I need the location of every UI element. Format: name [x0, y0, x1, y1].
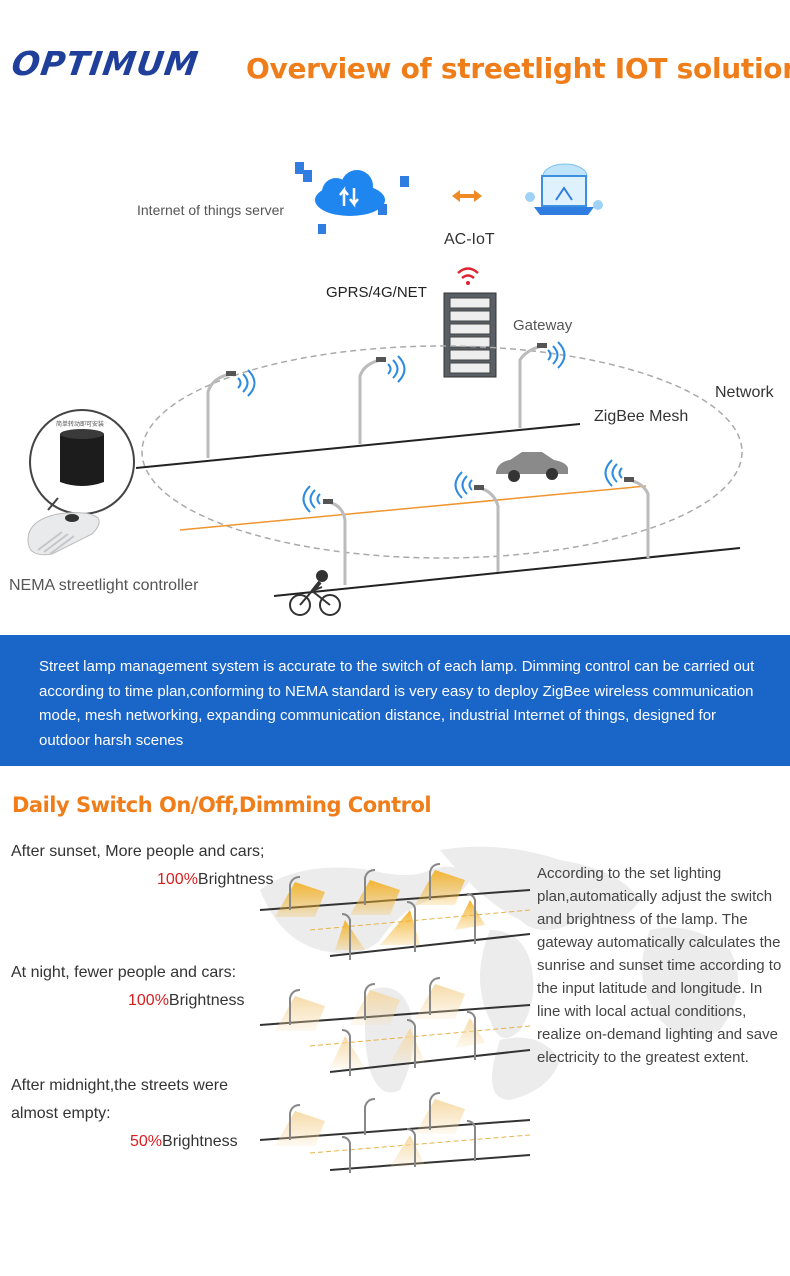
lamp-row-half-brightness	[259, 1092, 531, 1173]
scenario-1-line: After sunset, More people and cars;	[11, 843, 265, 860]
scenario-3-percent: 50%	[130, 1133, 163, 1150]
scenario-1-percent: 100%	[157, 871, 198, 888]
info-band: Street lamp management system is accurat…	[0, 635, 790, 766]
streetlight-head	[226, 343, 634, 504]
scenario-3-line-2: almost empty:	[11, 1105, 111, 1122]
gateway-server-icon	[443, 292, 497, 378]
network-label: Network	[715, 384, 774, 401]
wireless-signal-icon	[457, 267, 479, 285]
controller-tag: 简单转动即可安装	[56, 420, 104, 428]
scenario-3-unit: Brightness	[162, 1133, 238, 1150]
scenario-1-unit: Brightness	[197, 871, 274, 888]
page-title: Overview of streetlight IOT solutions	[246, 52, 790, 85]
lamp-row-fewer-people	[259, 977, 531, 1076]
car-icon	[496, 452, 568, 482]
scenario-2-unit: Brightness	[168, 992, 245, 1009]
lamp-row-full-brightness	[259, 863, 531, 960]
gprs-label: GPRS/4G/NET	[326, 284, 427, 301]
streetlight-network-diagram: 简单转动即可安装	[27, 162, 743, 616]
iot-server-cloud-icon	[295, 162, 409, 234]
optimum-logo: OPTIMUM	[9, 44, 202, 83]
ac-iot-label: AC-IoT	[444, 231, 495, 248]
scenario-3-line: After midnight,the streets were	[11, 1077, 228, 1094]
network-boundary	[141, 345, 743, 559]
scenario-3-brightness: 50%Brightness	[130, 1133, 238, 1151]
iot-server-label: Internet of things server	[137, 202, 285, 218]
ac-iot-laptop-icon	[525, 163, 603, 215]
zigbee-mesh-label: ZigBee Mesh	[594, 408, 689, 425]
cyclist-icon	[289, 570, 341, 616]
scenario-2-brightness: 100%Brightness	[128, 992, 245, 1010]
nema-controller-image: 简单转动即可安装	[27, 409, 135, 556]
dimming-illustrations	[259, 863, 531, 1173]
scenario-1-brightness: 100%Brightness	[157, 871, 274, 889]
dimming-description: According to the set lighting plan,autom…	[537, 865, 782, 1066]
zigbee-signal-icon	[237, 341, 623, 513]
nema-controller-label: NEMA streetlight controller	[9, 577, 199, 594]
scenario-2-line: At night, fewer people and cars:	[11, 964, 237, 981]
section-heading: Daily Switch On/Off,Dimming Control	[12, 793, 432, 817]
info-text: Street lamp management system is accurat…	[39, 658, 755, 749]
gateway-label: Gateway	[513, 317, 573, 334]
bidirectional-arrow-icon	[452, 190, 482, 202]
streetlight-pole	[206, 344, 650, 585]
scenario-2-percent: 100%	[128, 992, 169, 1009]
